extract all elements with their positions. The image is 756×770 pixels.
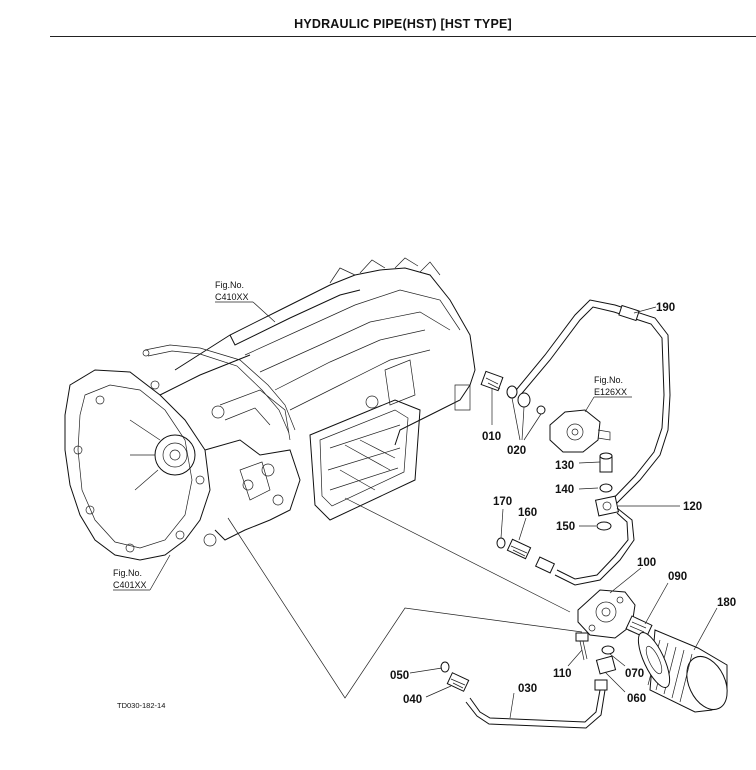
adapter-100 <box>577 589 636 639</box>
filter-cartridge-180 <box>637 629 728 713</box>
assembly-leader-lines <box>227 517 583 699</box>
page-title: HYDRAULIC PIPE(HST) [HST TYPE] <box>294 17 512 31</box>
svg-text:C401XX: C401XX <box>113 580 147 590</box>
part-label-160: 160 <box>518 507 537 519</box>
part-label-010: 010 <box>482 431 501 443</box>
nipple-090 <box>625 615 653 639</box>
drawing-code: TD030-182-14 <box>117 701 165 710</box>
part-label-090: 090 <box>668 571 687 583</box>
part-label-020: 020 <box>507 445 526 457</box>
fitting-stack-120-150 <box>594 452 620 531</box>
part-label-100: 100 <box>637 557 656 569</box>
part-label-030: 030 <box>518 683 537 695</box>
fitting-010-020 <box>480 370 546 415</box>
svg-text:C410XX: C410XX <box>215 292 249 302</box>
transmission-housing <box>64 257 476 561</box>
part-label-060: 060 <box>627 693 646 705</box>
part-label-040: 040 <box>403 694 422 706</box>
pipe-030 <box>465 679 608 729</box>
part-label-170: 170 <box>493 496 512 508</box>
fig-ref-c410xx: Fig.No. C410XX <box>215 280 276 323</box>
part-label-130: 130 <box>555 460 574 472</box>
part-label-190: 190 <box>656 302 675 314</box>
svg-text:Fig.No.: Fig.No. <box>113 568 142 578</box>
svg-text:E126XX: E126XX <box>594 387 627 397</box>
pipe-120 <box>534 507 635 586</box>
part-label-140: 140 <box>555 484 574 496</box>
part-label-110: 110 <box>553 668 572 680</box>
part-label-150: 150 <box>556 521 575 533</box>
part-label-050: 050 <box>390 670 409 682</box>
pipe-190 <box>511 299 671 511</box>
fitting-040-050 <box>440 661 470 692</box>
part-number-labels: 190 010 020 130 140 120 150 170 160 100 … <box>390 302 736 706</box>
svg-text:Fig.No.: Fig.No. <box>594 375 623 385</box>
part-label-120: 120 <box>683 501 702 513</box>
fig-ref-e126xx: Fig.No. E126XX <box>584 375 632 413</box>
part-label-180: 180 <box>717 597 736 609</box>
fig-ref-c401xx: Fig.No. C401XX <box>113 554 171 591</box>
fitting-160-170 <box>496 537 532 560</box>
fitting-060-070 <box>595 645 617 675</box>
bolt-110 <box>575 632 589 661</box>
page-header: HYDRAULIC PIPE(HST) [HST TYPE] <box>50 14 756 37</box>
part-label-070: 070 <box>625 668 644 680</box>
svg-text:Fig.No.: Fig.No. <box>215 280 244 290</box>
valve-body-e126 <box>549 409 611 453</box>
part-leader-lines <box>409 306 718 719</box>
